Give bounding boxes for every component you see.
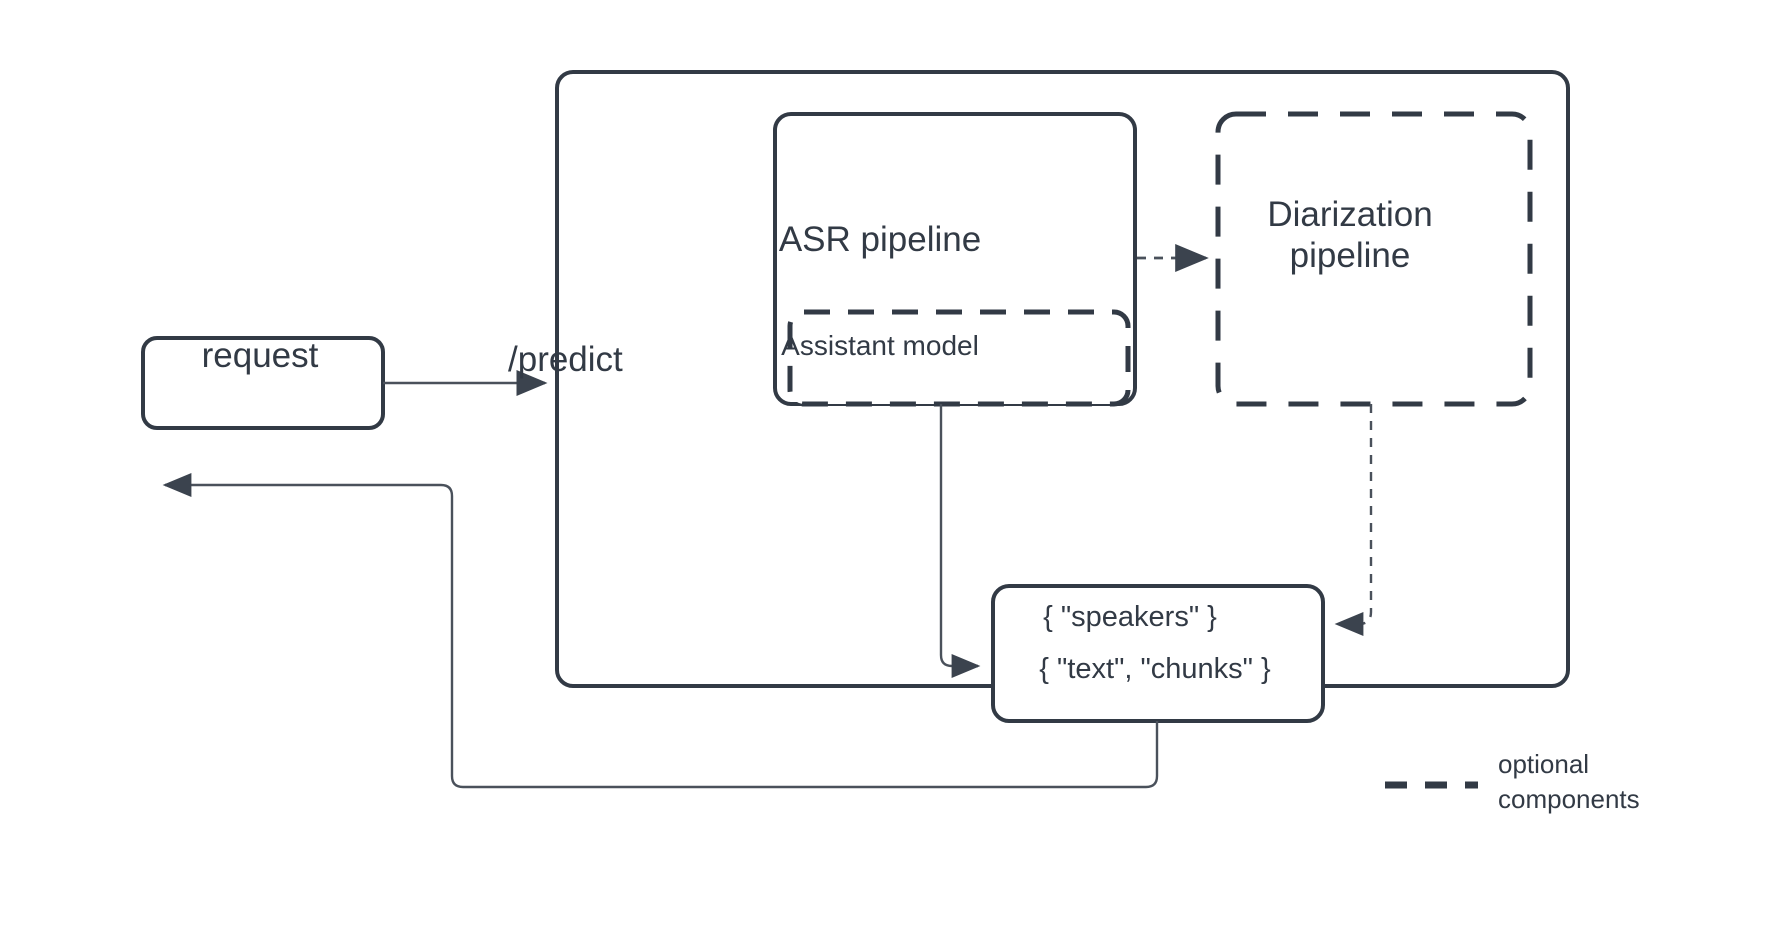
request-box xyxy=(141,336,385,430)
assistant-model-box xyxy=(787,309,1131,407)
edge-response-to-caller xyxy=(162,473,1159,789)
edge-diarization-to-response xyxy=(1334,404,1373,636)
diarization-pipeline-box xyxy=(1215,111,1533,407)
response-box xyxy=(991,584,1325,723)
edge-asr-to-response xyxy=(939,404,981,678)
